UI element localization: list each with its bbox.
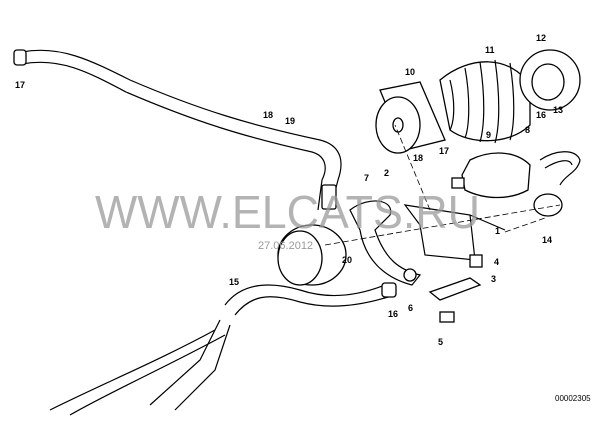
callout-19: 19 — [285, 116, 295, 126]
part-14-valve — [533, 193, 563, 217]
watermark-date: 27.06.2012 — [258, 240, 313, 252]
callout-labels: 17 18 19 10 11 12 16 13 9 8 7 2 18 17 1 … — [15, 33, 563, 347]
callout-13: 13 — [553, 105, 563, 115]
callout-7: 7 — [364, 173, 369, 183]
watermark-text: WWW.ELCATS.RU — [95, 186, 480, 238]
callout-18: 18 — [263, 110, 273, 120]
callout-14: 14 — [542, 235, 552, 245]
callout-1: 1 — [495, 226, 500, 236]
callout-6: 6 — [408, 303, 413, 313]
part-3-clamp — [428, 277, 482, 301]
part-12-ring — [519, 49, 581, 111]
callout-20: 20 — [342, 255, 352, 265]
part-10-cap — [375, 81, 446, 154]
assembly-line — [324, 124, 561, 246]
part-1-bracket — [403, 204, 506, 261]
callout-16: 16 — [536, 110, 546, 120]
callout-18b: 18 — [413, 153, 423, 163]
part-6-grommet — [403, 268, 417, 282]
part-20-canister — [277, 224, 347, 286]
hose-13 — [539, 151, 581, 186]
callout-17: 17 — [15, 80, 25, 90]
hose-upper — [13, 49, 342, 211]
part-2-bracket — [349, 200, 422, 286]
callout-15: 15 — [229, 277, 239, 287]
callout-5: 5 — [438, 337, 443, 347]
part-5-mount — [439, 311, 455, 323]
callout-11: 11 — [485, 45, 495, 55]
callout-10: 10 — [405, 67, 415, 77]
callout-16b: 16 — [388, 309, 398, 319]
callout-17b: 17 — [439, 146, 449, 156]
callout-4: 4 — [494, 257, 499, 267]
callout-9: 9 — [486, 130, 491, 140]
callout-8: 8 — [525, 125, 530, 135]
callout-2: 2 — [384, 168, 389, 178]
part-4-mount — [469, 254, 483, 268]
part-9-fuel-filter — [451, 152, 531, 199]
diagram-number: 00002305 — [555, 394, 591, 403]
callout-3: 3 — [491, 274, 496, 284]
part-11-bellows — [439, 59, 531, 144]
callout-12: 12 — [536, 33, 546, 43]
hose-lower — [49, 282, 397, 416]
